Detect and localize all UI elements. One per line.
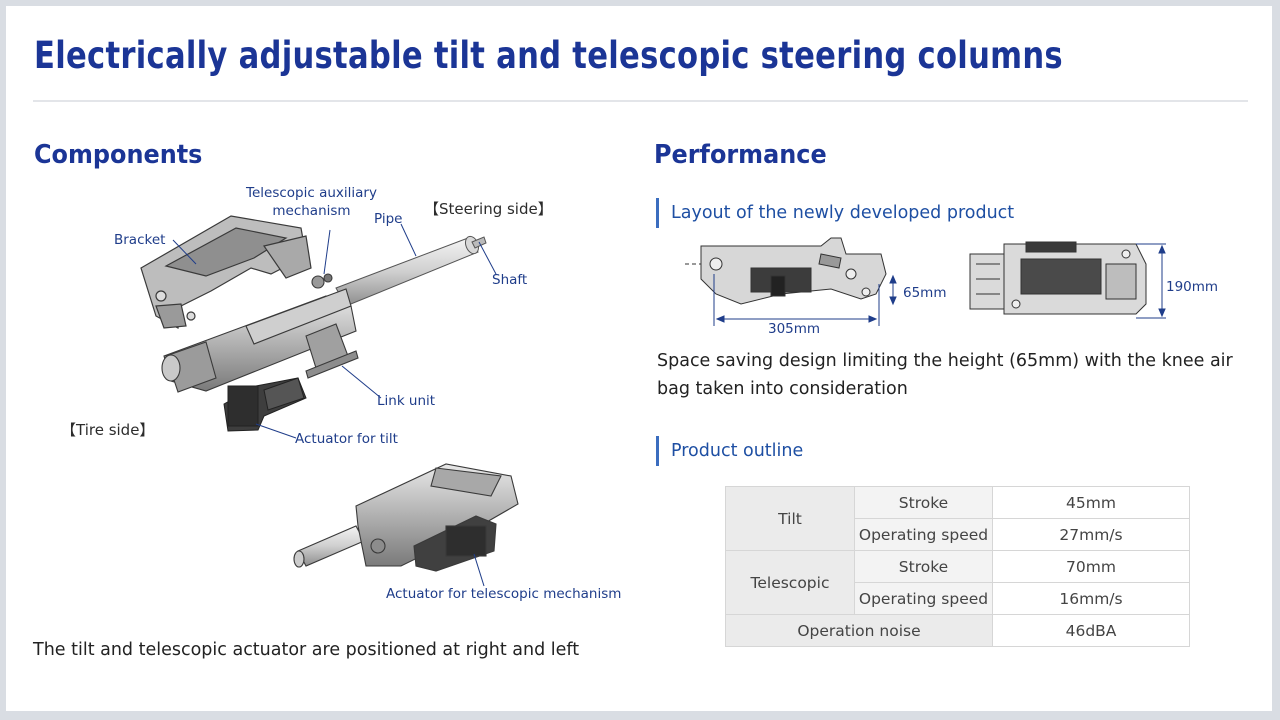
steering-column-illustration	[140, 215, 519, 587]
table-row: Telescopic Stroke 70mm	[725, 550, 1190, 615]
label-actuator-for-tilt: Actuator for tilt	[295, 431, 398, 447]
label-telescopic-auxiliary-mechanism: Telescopic auxiliary mechanism	[246, 185, 377, 219]
table-cell-group: Tilt	[725, 486, 855, 551]
label-actuator-for-telescopic-mechanism: Actuator for telescopic mechanism	[386, 586, 622, 602]
dimension-length: 305mm	[768, 321, 821, 337]
table-cell-group: Telescopic	[725, 550, 855, 615]
tilt-actuator-part	[223, 377, 307, 432]
table-cell-item: Operating speed	[854, 518, 993, 551]
dimension-height: 65mm	[903, 285, 947, 301]
telescopic-assembly-part	[293, 463, 519, 572]
table-cell-value: 27mm/s	[992, 518, 1190, 551]
layout-top-view-drawing	[969, 241, 1166, 319]
table-row: Operation noise 46dBA	[725, 614, 1190, 647]
table-cell-item: Stroke	[854, 486, 993, 519]
title-divider	[33, 100, 1248, 102]
table-cell-value: 16mm/s	[992, 582, 1190, 615]
table-row: Tilt Stroke 45mm	[725, 486, 1190, 551]
table-cell-value: 46dBA	[992, 614, 1190, 647]
outline-subheading: Product outline	[656, 436, 803, 466]
slide: Electrically adjustable tilt and telesco…	[6, 6, 1272, 711]
table-cell-value: 70mm	[992, 550, 1190, 583]
layout-side-view-drawing	[685, 237, 897, 326]
label-shaft: Shaft	[492, 272, 528, 288]
label-bracket: Bracket	[114, 232, 166, 248]
table-cell-value: 45mm	[992, 486, 1190, 519]
label-tire-side: 【Tire side】	[61, 421, 155, 439]
performance-heading: Performance	[654, 140, 827, 170]
layout-subheading: Layout of the newly developed product	[656, 198, 1014, 228]
dimension-width: 190mm	[1166, 279, 1219, 295]
column-body-part	[161, 273, 359, 393]
label-link-unit: Link unit	[377, 393, 436, 409]
table-row: Operating speed 27mm/s	[726, 518, 1190, 551]
page-title: Electrically adjustable tilt and telesco…	[34, 34, 1063, 77]
table-cell-group: Operation noise	[725, 614, 993, 647]
product-outline-table: Tilt Stroke 45mm Operating speed 27mm/s …	[725, 486, 1190, 647]
table-cell-item: Operating speed	[854, 582, 993, 615]
components-caption: The tilt and telescopic actuator are pos…	[33, 640, 580, 660]
components-heading: Components	[34, 140, 203, 170]
label-pipe: Pipe	[374, 211, 403, 227]
label-steering-side: 【Steering side】	[424, 200, 553, 218]
table-cell-item: Stroke	[854, 550, 993, 583]
layout-description: Space saving design limiting the height …	[657, 351, 1233, 399]
